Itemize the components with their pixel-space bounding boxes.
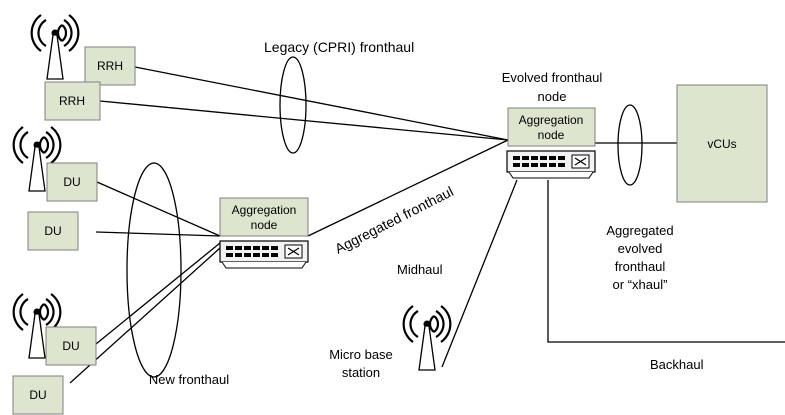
aggregation-node-left-label-1: Aggregation (232, 203, 297, 217)
du-box-4: DU (12, 375, 64, 415)
link-rrh2-evolved (99, 100, 509, 141)
aggregation-node-left: Aggregation node (219, 197, 309, 269)
xhaul-label-2: evolved (618, 241, 663, 256)
network-switch-icon (506, 150, 596, 179)
new-fronthaul-ellipse (126, 162, 182, 378)
rrh-box-1: RRH (84, 46, 136, 86)
midhaul-label: Midhaul (397, 262, 443, 277)
tower-micro-icon (402, 304, 452, 372)
du-box-3: DU (45, 326, 97, 366)
xhaul-label-3: fronthaul (615, 259, 666, 274)
link-aggleft-evolved (307, 139, 509, 237)
rrh-box-2-label: RRH (59, 94, 85, 108)
backhaul-label: Backhaul (650, 357, 704, 372)
link-rrh1-evolved (134, 66, 509, 141)
new-fronthaul-label: New fronthaul (149, 372, 229, 387)
vcus-label: vCUs (707, 137, 736, 151)
xhaul-label-4: or “xhaul” (613, 277, 668, 292)
du-box-3-label: DU (62, 339, 79, 353)
rrh-box-2: RRH (44, 81, 101, 121)
xhaul-label-1: Aggregated (606, 223, 673, 238)
aggregation-node-left-label-2: node (251, 218, 278, 232)
aggregation-node-right-label-2: node (538, 128, 565, 142)
link-backhaul (547, 180, 785, 343)
du-box-2-label: DU (44, 224, 61, 238)
tower-rrh-icon (30, 13, 80, 81)
aggregation-node-right: Aggregation node (506, 107, 596, 179)
legacy-fronthaul-label: Legacy (CPRI) fronthaul (264, 39, 414, 55)
evolved-node-label-1: Evolved fronthaul (502, 70, 603, 85)
vcus-box: vCUs (676, 84, 768, 203)
network-switch-icon (219, 240, 309, 269)
connection-lines (69, 66, 785, 384)
xhaul-ellipse (617, 104, 643, 186)
du-box-1-label: DU (63, 175, 80, 189)
evolved-node-label-2: node (538, 89, 567, 104)
du-box-1: DU (46, 162, 98, 202)
link-du2-aggleft (95, 231, 221, 237)
link-micro-evolved (441, 179, 518, 368)
aggregation-node-right-label-1: Aggregation (519, 113, 584, 127)
micro-station-label-1: Micro base (329, 347, 393, 362)
rrh-box-1-label: RRH (97, 59, 123, 73)
micro-station-label-2: station (342, 365, 380, 380)
grouping-ellipses (126, 56, 643, 378)
legacy-fronthaul-ellipse (279, 56, 307, 154)
link-du1-aggleft (96, 181, 221, 237)
du-box-2: DU (27, 211, 79, 251)
du-box-4-label: DU (29, 388, 46, 402)
link-du3-aggleft (95, 242, 221, 345)
